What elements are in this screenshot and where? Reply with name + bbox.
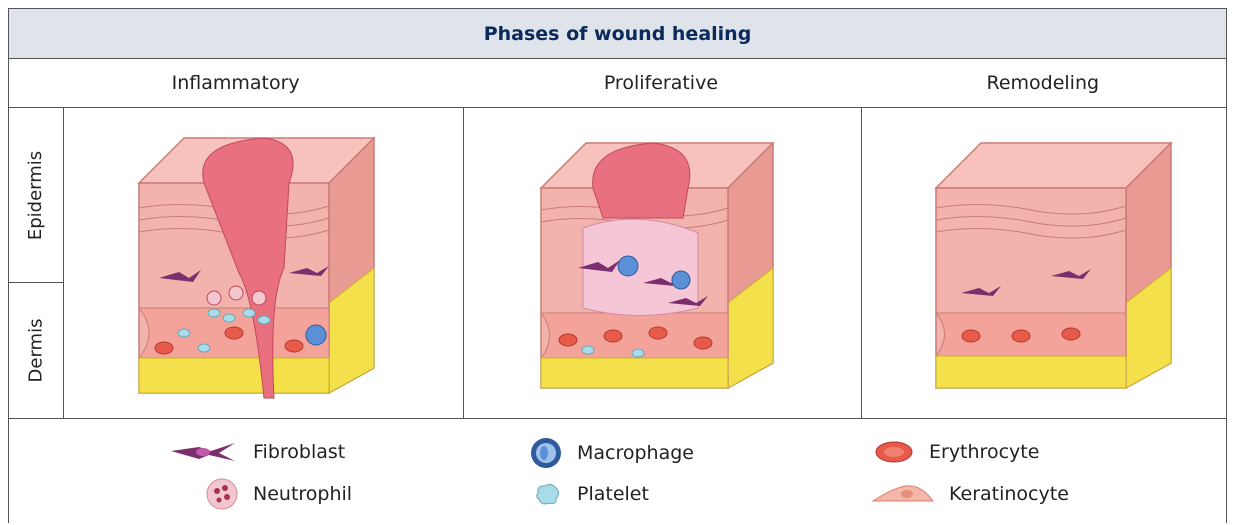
- fibroblast-icon: [169, 439, 239, 465]
- phase-header-proliferative: Proliferative: [462, 59, 859, 107]
- phase-header-inflammatory: Inflammatory: [9, 59, 462, 107]
- macrophage-icon: [529, 436, 563, 470]
- platelet-icon: [533, 479, 563, 509]
- layer-label-epidermis: Epidermis: [9, 108, 63, 283]
- legend-item-erythrocyte: Erythrocyte: [873, 439, 1039, 465]
- legend-item-platelet: Platelet: [533, 479, 649, 509]
- neutrophil-icon: [205, 477, 239, 511]
- skin-block-proliferative-illustration: [463, 108, 861, 418]
- panel-inflammatory: [64, 108, 464, 418]
- panel-remodeling: [861, 108, 1228, 418]
- legend-item-keratinocyte: Keratinocyte: [871, 481, 1069, 507]
- phase-header-row: Inflammatory Proliferative Remodeling: [9, 59, 1226, 108]
- layer-label-column: Epidermis Dermis: [9, 108, 64, 418]
- legend-label-erythrocyte: Erythrocyte: [929, 441, 1039, 463]
- legend: Fibroblast Macrophage Erythrocyte Neutro…: [9, 418, 1226, 525]
- erythrocyte-icon: [873, 439, 915, 465]
- phase-header-remodeling: Remodeling: [860, 59, 1226, 107]
- legend-label-fibroblast: Fibroblast: [253, 441, 345, 463]
- legend-item-macrophage: Macrophage: [529, 436, 694, 470]
- panel-proliferative: [463, 108, 862, 418]
- layer-label-dermis: Dermis: [9, 283, 63, 418]
- legend-item-neutrophil: Neutrophil: [205, 477, 352, 511]
- legend-item-fibroblast: Fibroblast: [169, 439, 345, 465]
- skin-block-remodeling-illustration: [861, 108, 1228, 418]
- keratinocyte-icon: [871, 481, 935, 507]
- skin-block-inflammatory-illustration: [64, 108, 463, 418]
- wound-healing-table: Phases of wound healing Inflammatory Pro…: [8, 8, 1227, 523]
- diagram-title: Phases of wound healing: [9, 9, 1226, 59]
- legend-label-macrophage: Macrophage: [577, 442, 694, 464]
- legend-label-platelet: Platelet: [577, 483, 649, 505]
- legend-label-neutrophil: Neutrophil: [253, 483, 352, 505]
- legend-label-keratinocyte: Keratinocyte: [949, 483, 1069, 505]
